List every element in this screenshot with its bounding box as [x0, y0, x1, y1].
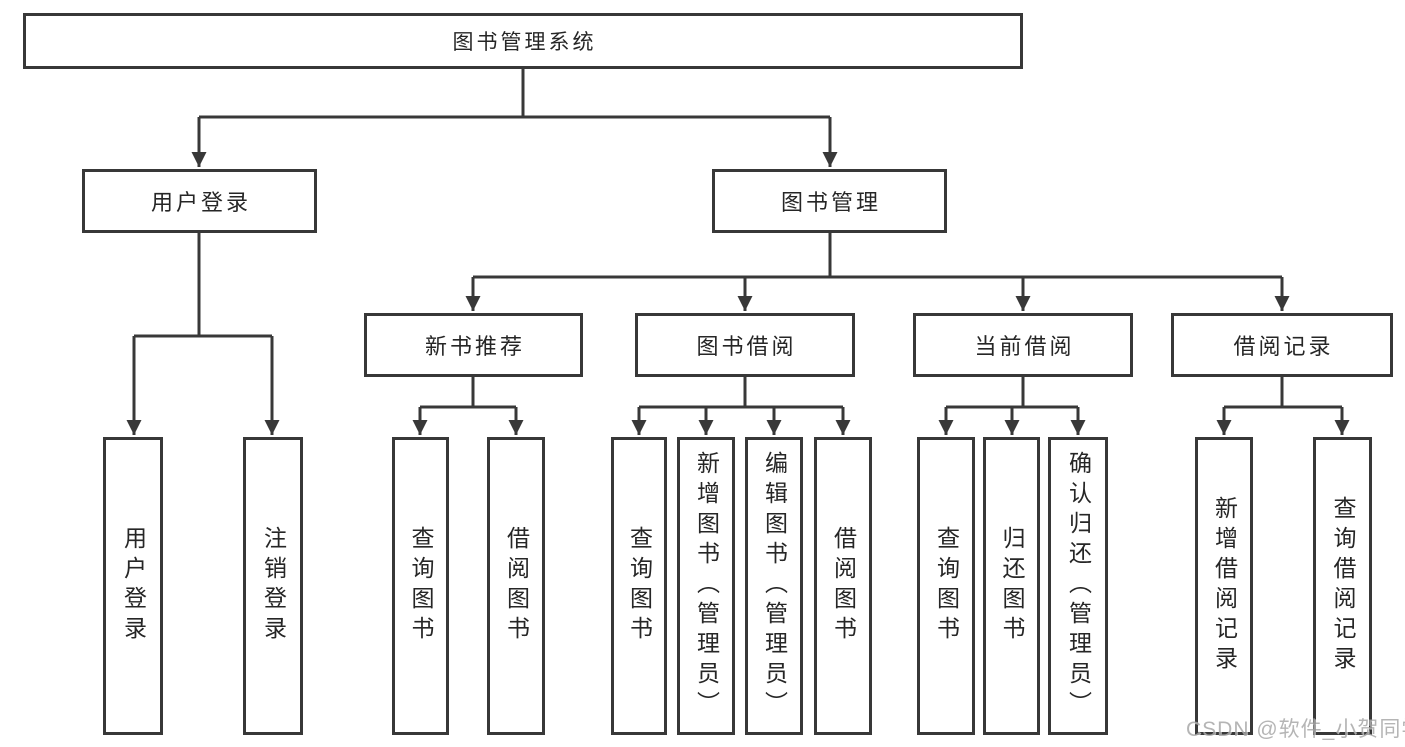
leaf-query-books-borrow: 查询图书	[611, 437, 667, 735]
node-borrowing-records: 借阅记录	[1171, 313, 1393, 377]
leaf-query-books-current: 查询图书	[917, 437, 975, 735]
csdn-watermark: CSDN @软件_小贺同学	[1186, 718, 1405, 741]
node-library-system: 图书管理系统	[23, 13, 1023, 69]
node-book-management: 图书管理	[712, 169, 947, 233]
leaf-add-borrow-record: 新增借阅记录	[1195, 437, 1253, 735]
node-current-borrowing: 当前借阅	[913, 313, 1133, 377]
leaf-borrow-books: 借阅图书	[814, 437, 872, 735]
node-user-login: 用户登录	[82, 169, 317, 233]
leaf-query-books-recommend: 查询图书	[392, 437, 449, 735]
leaf-confirm-return-admin: 确认归还（管理员）	[1048, 437, 1108, 735]
leaf-logout: 注销登录	[243, 437, 303, 735]
leaf-user-login: 用户登录	[103, 437, 163, 735]
leaf-return-books: 归还图书	[983, 437, 1040, 735]
leaf-add-books-admin: 新增图书（管理员）	[677, 437, 735, 735]
leaf-borrow-books-recommend: 借阅图书	[487, 437, 545, 735]
node-book-borrowing: 图书借阅	[635, 313, 855, 377]
leaf-query-borrow-record: 查询借阅记录	[1313, 437, 1372, 735]
leaf-edit-books-admin: 编辑图书（管理员）	[745, 437, 803, 735]
node-new-book-recommendation: 新书推荐	[364, 313, 583, 377]
